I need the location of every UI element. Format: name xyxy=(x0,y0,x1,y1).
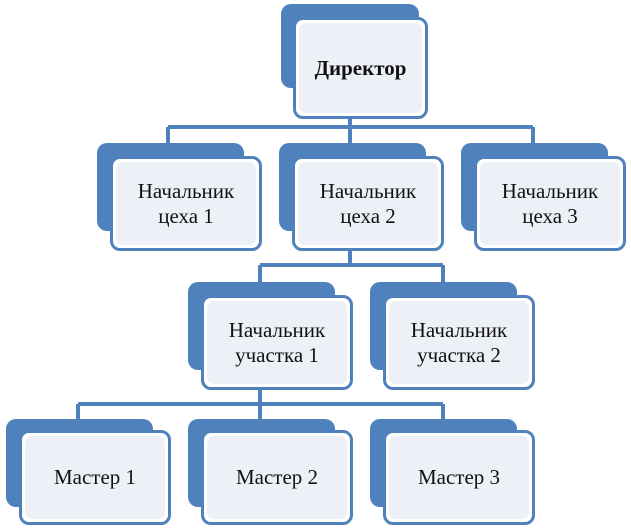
node-label: Начальник участка 1 xyxy=(228,317,326,367)
director-label: Директор xyxy=(314,55,407,80)
node-label: Начальник цеха 2 xyxy=(319,178,417,228)
node-label: Начальник цеха 1 xyxy=(137,178,235,228)
node-label: Мастер 2 xyxy=(235,465,319,489)
node-label: Начальник участка 2 xyxy=(410,317,508,367)
node-label: Начальник цеха 3 xyxy=(501,178,599,228)
node-label: Мастер 3 xyxy=(417,465,501,489)
node-label: Мастер 1 xyxy=(53,465,137,489)
